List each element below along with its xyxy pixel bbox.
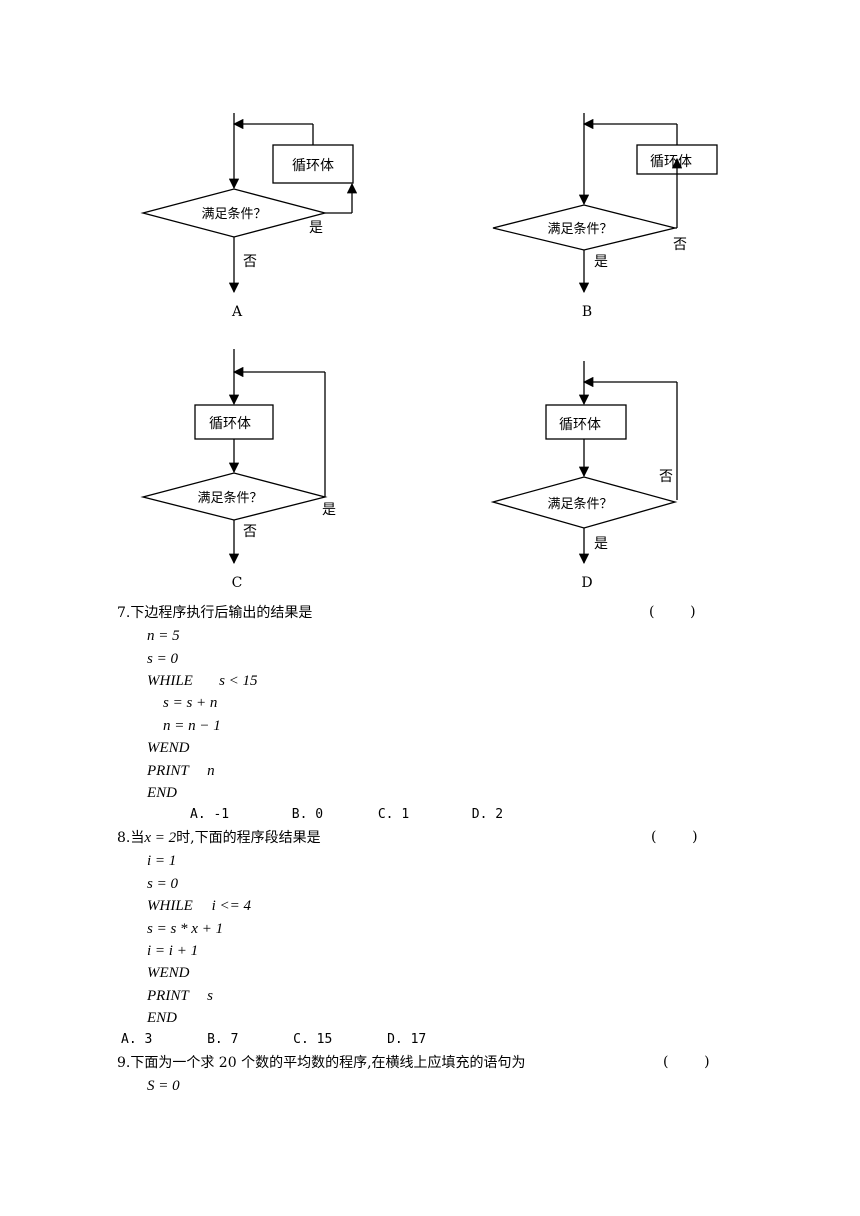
- condition-label-a: 满足条件？: [201, 206, 266, 222]
- flowchart-d: [490, 361, 678, 565]
- q8-options: A. 3 B. 7 C. 15 D. 17: [121, 1032, 427, 1047]
- no-label-c: 否: [243, 524, 257, 540]
- q8-stem-pre: 8.当: [117, 830, 145, 846]
- condition-label-d: 满足条件？: [547, 496, 612, 512]
- no-label-a: 否: [243, 254, 257, 270]
- q8-code-line-2: s = 0: [147, 876, 178, 892]
- q9-code-line-1: S = 0: [147, 1078, 180, 1094]
- loop-body-box-d: [545, 404, 627, 440]
- flowchart-a: [140, 113, 358, 294]
- condition-label-b: 满足条件？: [547, 221, 612, 237]
- q9-answer-paren: ( ): [663, 1054, 710, 1070]
- q8-code-line-4: s = s * x + 1: [147, 921, 224, 937]
- q7-code-line-4: s = s + n: [163, 695, 218, 711]
- q7-code-line-7: PRINT n: [147, 763, 215, 779]
- q7-code-line-5: n = n − 1: [163, 718, 221, 734]
- loop-body-label-d: 循环体: [559, 417, 601, 433]
- no-label-b: 否: [673, 237, 687, 253]
- q8-stem-math: x = 2: [144, 830, 177, 846]
- yes-label-a: 是: [309, 220, 323, 236]
- q8-code-line-1: i = 1: [147, 853, 177, 869]
- caption-d: D: [581, 575, 592, 591]
- q8-stem: 8.当x = 2时,下面的程序段结果是: [117, 829, 321, 847]
- loop-body-label-c: 循环体: [209, 416, 251, 432]
- flowchart-b: [492, 113, 718, 294]
- loop-body-label-a: 循环体: [292, 158, 334, 174]
- q8-code-line-5: i = i + 1: [147, 943, 199, 959]
- caption-a: A: [231, 304, 243, 320]
- q7-code-line-1: n = 5: [147, 628, 180, 644]
- flowchart-c: [140, 349, 328, 565]
- q7-code-line-2: s = 0: [147, 651, 178, 667]
- q7-code-line-3: WHILE s < 15: [147, 673, 258, 689]
- q8-code-line-8: END: [147, 1010, 177, 1026]
- caption-b: B: [582, 304, 592, 320]
- q7-stem: 7.下边程序执行后输出的结果是: [117, 605, 313, 621]
- q8-code-line-6: WEND: [147, 965, 190, 981]
- q7-options: A. -1 B. 0 C. 1 D. 2: [190, 807, 504, 822]
- q7-answer-paren: ( ): [649, 604, 696, 620]
- flowchart-options: 循环体 满足条件？ 是 否 A 循环体 满足条件？ 否 是 B 循环体 满足条件…: [140, 113, 718, 591]
- q8-code-line-7: PRINT s: [147, 988, 213, 1004]
- condition-label-c: 满足条件？: [197, 490, 262, 506]
- loop-body-label-b: 循环体: [650, 154, 692, 170]
- caption-c: C: [232, 575, 243, 591]
- yes-label-d: 是: [594, 536, 608, 552]
- q7-code-line-6: WEND: [147, 740, 190, 756]
- q7-code-line-8: END: [147, 785, 177, 801]
- loop-body-box-a: [272, 144, 354, 184]
- q9-stem: 9.下面为一个求 20 个数的平均数的程序,在横线上应填充的语句为: [117, 1055, 526, 1071]
- no-label-d: 否: [659, 469, 673, 485]
- q8-stem-post: 时,下面的程序段结果是: [176, 830, 321, 846]
- yes-label-b: 是: [594, 254, 608, 270]
- condition-diamond-d: [490, 476, 678, 529]
- q8-answer-paren: ( ): [651, 829, 698, 845]
- yes-label-c: 是: [322, 502, 336, 518]
- q8-code-line-3: WHILE i <= 4: [147, 898, 251, 914]
